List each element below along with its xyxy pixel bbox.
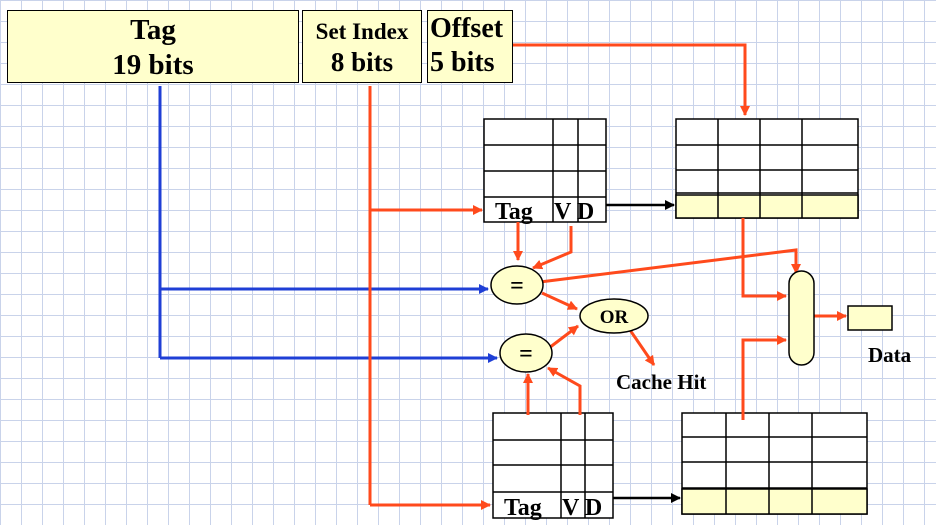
comparator-0-label: =	[510, 273, 524, 299]
way1-vd-label: V D	[562, 495, 602, 521]
data-mux	[788, 270, 815, 366]
compare-input-lines	[513, 222, 582, 415]
or-gate-label: OR	[600, 307, 629, 328]
way1-tag-array	[492, 412, 614, 519]
address-offset-bits: 5 bits	[430, 46, 495, 78]
data-output-box	[847, 305, 893, 331]
comparator-0: =	[490, 265, 544, 305]
offset-line	[513, 43, 750, 116]
set-index-lines	[368, 86, 491, 510]
way0-tag-label: Tag	[495, 199, 533, 225]
address-set-index-bits: 8 bits	[330, 46, 394, 77]
hit-logic-lines	[539, 248, 801, 366]
data-label: Data	[868, 343, 912, 367]
address-tag-name: Tag	[130, 14, 176, 46]
address-offset-field: Offset 5 bits	[427, 10, 513, 83]
way0-data-array	[675, 118, 859, 219]
comparator-1-label: =	[519, 341, 533, 367]
address-offset-name: Offset	[430, 13, 504, 44]
way0-tag-array	[483, 118, 607, 223]
cache-hit-label: Cache Hit	[616, 370, 707, 394]
address-set-index-field: Set Index 8 bits	[302, 10, 422, 83]
way0-vd-label: V D	[554, 199, 594, 225]
address-tag-bits: 19 bits	[112, 48, 194, 81]
comparator-1: =	[499, 333, 553, 373]
tag-compare-lines	[158, 86, 498, 363]
address-tag-field: Tag 19 bits	[7, 10, 299, 83]
data-mux-lines	[741, 218, 847, 420]
or-gate: OR	[579, 298, 649, 334]
way1-tag-label: Tag	[504, 495, 542, 521]
address-set-index-name: Set Index	[315, 19, 409, 44]
way1-data-array	[681, 412, 868, 515]
